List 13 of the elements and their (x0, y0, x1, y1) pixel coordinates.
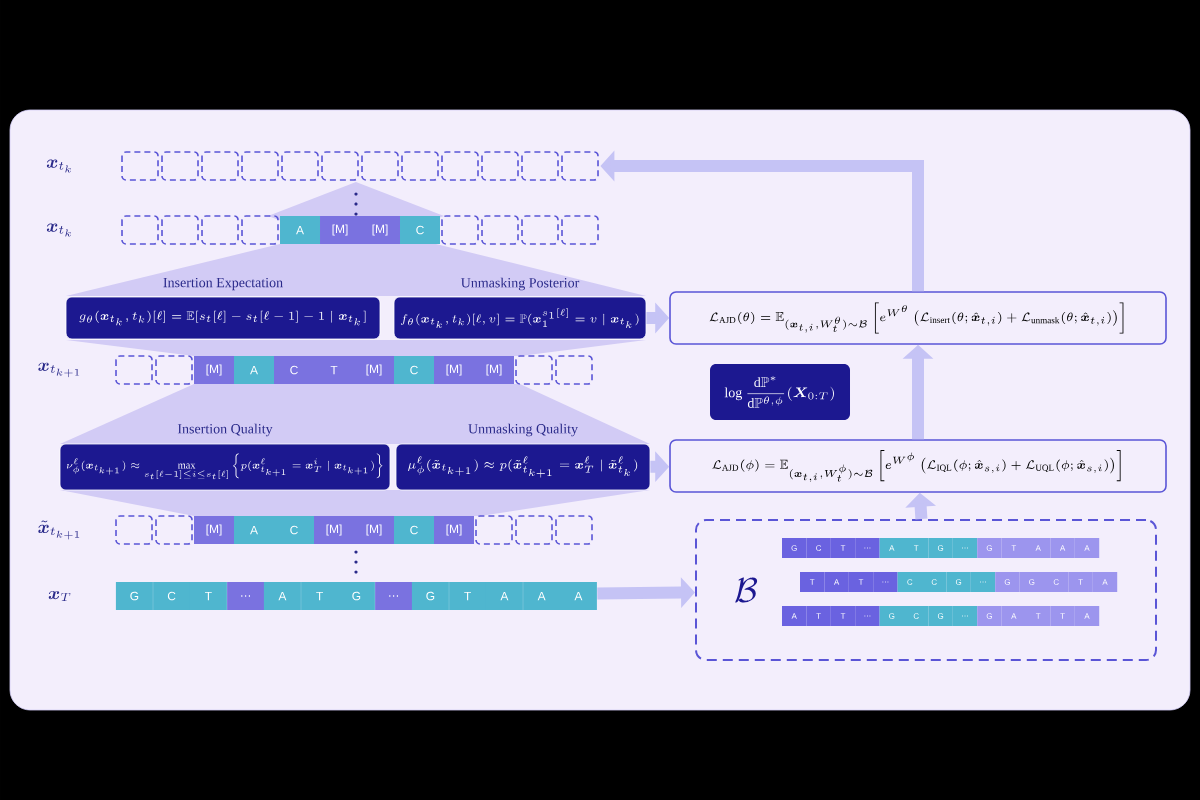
row-label: $\boldsymbol{x}_T$ (48, 590, 71, 601)
loss-box: $\mathcal{L}_{\mathrm{AJD}}(\phi) = \mathbb{E}_{(\boldsymbol{x}_{t,i}, W^\phi_t)\sim\mathcal{B}}\left[ e^{W^\phi} \left( \mathcal{L}_{\mathrm{IQL}}(\phi; \hat{\boldsymbol{x}}_{s,i}) + \mathcal{L}_{\mathrm{UQL}}(\phi; \hat{\boldsymbol{x}}_{s,i}) \right) \right]$ (669, 439, 1167, 493)
formula-box: $\log \dfrac{\mathrm{d}\mathbb{P}^*}{\mathrm{d}\mathbb{P}^{\theta,\phi}}(\boldsymbol{X}_{0:T})$ (710, 364, 850, 420)
formula-box: $\nu^\ell_\phi(\boldsymbol{x}_{t_{k+1}}) \approx \max\limits_{s_t[\ell-1] \le i \le s_t[\ell]} \left\{ p(\boldsymbol{x}^\ell_{t_{k+1}} = \boldsymbol{x}^i_T \mid \boldsymbol{x}_{t_{k+1}}) \right\}$ (59, 443, 391, 491)
row-label: $\boldsymbol{x}_{t_k}$ (46, 223, 71, 237)
formula-box: $\mu^\ell_\phi(\tilde{\boldsymbol{x}}_{t_{k+1}}) \approx p(\tilde{\boldsymbol{x}}^\ell_{t_{k+1}} = \boldsymbol{x}^\ell_T \mid \tilde{\boldsymbol{x}}^\ell_{t_k})$ (395, 443, 651, 491)
row-label: $\boldsymbol{x}_{t_k}$ (46, 159, 71, 173)
loss-box: $\mathcal{L}_{\mathrm{AJD}}(\theta) = \mathbb{E}_{(\boldsymbol{x}_{t,i}, W^\theta_t)\sim\mathcal{B}}\left[ e^{W^\theta} \left( \mathcal{L}_{\mathrm{insert}}(\theta; \hat{\boldsymbol{x}}_{t,i}) + \mathcal{L}_{\mathrm{unmask}}(\theta; \hat{\boldsymbol{x}}_{t,i}) \right) \right]$ (669, 291, 1167, 345)
formula-box: $f_\theta(\boldsymbol{x}_{t_k}, t_k)[\ell, v] = \mathbb{P}(\boldsymbol{x}_1^{s_1[\ell]} = v \mid \boldsymbol{x}_{t_k})$ (393, 296, 647, 340)
row-label: $\boldsymbol{x}_{t_{k+1}}$ (38, 362, 80, 378)
row-label: $\tilde{\boldsymbol{x}}_{t_{k+1}}$ (38, 520, 80, 540)
dataset-symbol: $\mathcal{B}$ (735, 577, 758, 603)
formula-box: $g_\theta(\boldsymbol{x}_{t_k}, t_k)[\ell] = \mathbb{E}[s_t[\ell] - s_t[\ell-1] - 1 \mid \boldsymbol{x}_{t_k}]$ (65, 296, 381, 340)
